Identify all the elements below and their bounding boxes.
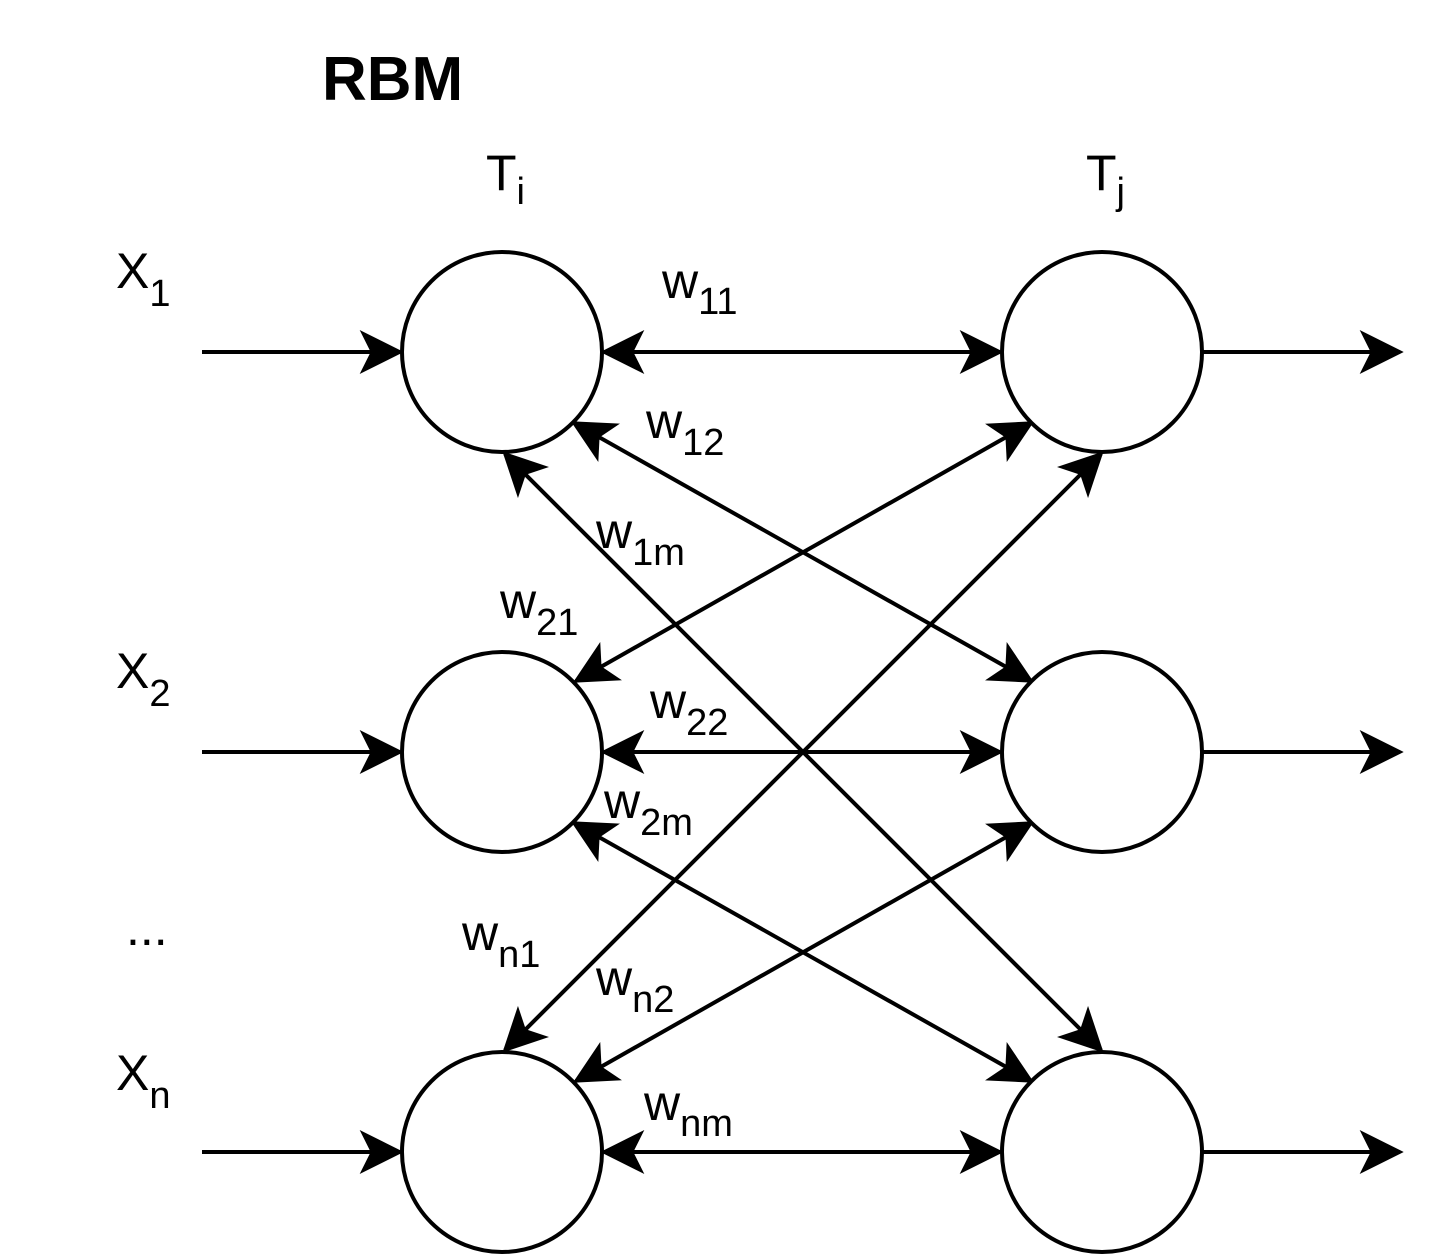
input-ellipsis: ... xyxy=(126,900,168,956)
weight-label-wn2: wn2 xyxy=(595,950,674,1021)
input-label-x2: X2 xyxy=(116,643,171,715)
weight-label-wn1: wn1 xyxy=(461,905,540,976)
visible-node-2 xyxy=(400,650,604,854)
hidden-node-m xyxy=(1000,1050,1204,1254)
weight-label-w12: w12 xyxy=(645,393,724,464)
weight-label-w21: w21 xyxy=(499,573,578,644)
hidden-node-1 xyxy=(1000,250,1204,454)
weight-label-w11: w11 xyxy=(661,253,738,323)
layer-label-left: Ti xyxy=(486,145,525,213)
weight-label-w22: w22 xyxy=(649,673,728,744)
visible-node-n xyxy=(400,1050,604,1254)
input-label-xn: Xn xyxy=(116,1045,171,1117)
weight-label-wnm: wnm xyxy=(643,1075,733,1145)
layer-label-right: Tj xyxy=(1086,145,1125,213)
hidden-node-2 xyxy=(1000,650,1204,854)
weight-label-w1m: w1m xyxy=(595,503,685,574)
diagram-title: RBM xyxy=(322,45,463,114)
weight-label-w2m: w2m xyxy=(603,773,693,844)
edge-wn2 xyxy=(572,821,1035,1083)
input-label-x1: X1 xyxy=(116,243,171,315)
visible-node-1 xyxy=(400,250,604,454)
